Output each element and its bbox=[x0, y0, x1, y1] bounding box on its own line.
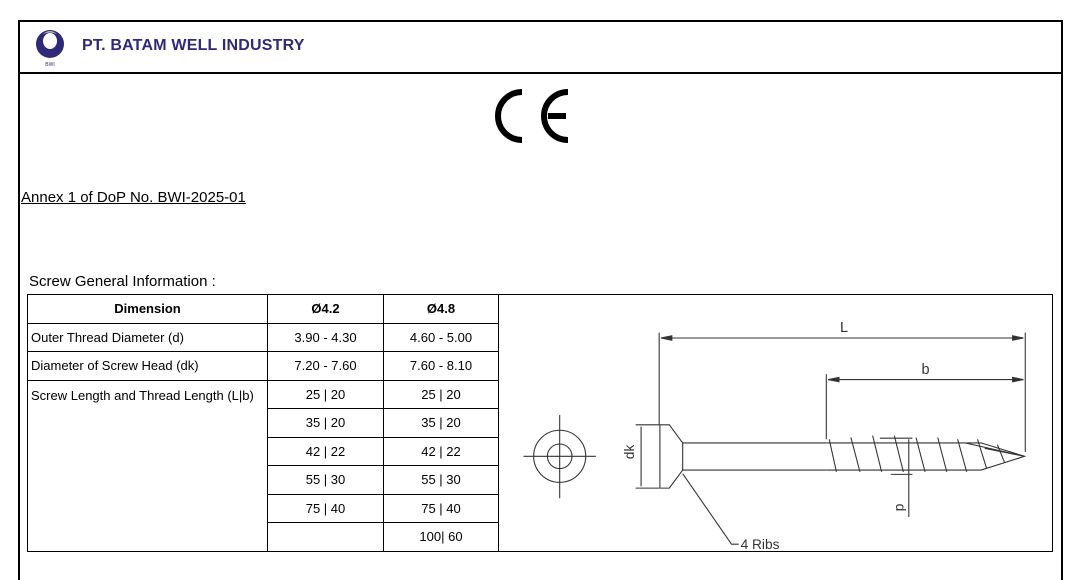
label-b: b bbox=[921, 362, 929, 378]
screw-head-top-view bbox=[523, 415, 596, 499]
table-row: Diameter of Screw Head (dk) 7.20 - 7.60 … bbox=[27, 351, 1053, 381]
dimension-dk bbox=[635, 424, 660, 489]
cell-d48: 55 | 30 bbox=[383, 465, 499, 495]
dimension-L bbox=[658, 332, 1026, 452]
cell-d48: 42 | 22 bbox=[383, 436, 499, 466]
annex-title: Annex 1 of DoP No. BWI-2025-01 bbox=[21, 189, 246, 206]
cell-d42 bbox=[267, 522, 384, 552]
screw-side-view bbox=[659, 424, 1027, 489]
cell-d48: 100| 60 bbox=[383, 522, 499, 552]
dimension-d bbox=[879, 437, 913, 518]
dimension-b bbox=[825, 374, 1024, 440]
header-d48: Ø4.8 bbox=[383, 294, 499, 324]
header-d42: Ø4.2 bbox=[267, 294, 384, 324]
cell-d48: 75 | 40 bbox=[383, 493, 499, 523]
table-row: Outer Thread Diameter (d) 3.90 - 4.30 4.… bbox=[27, 322, 1053, 352]
cell-d48: 4.60 - 5.00 bbox=[383, 322, 499, 352]
cell-d48: 25 | 20 bbox=[383, 379, 499, 409]
label-ribs: 4 Ribs bbox=[741, 537, 780, 550]
cell-d42: 42 | 22 bbox=[267, 436, 384, 466]
cell-d48: 7.60 - 8.10 bbox=[383, 351, 499, 381]
label-dk: dk bbox=[622, 445, 637, 460]
header-dimension: Dimension bbox=[27, 294, 268, 324]
table-row: Screw Length and Thread Length (L|b) 25 … bbox=[27, 379, 1053, 552]
cell-d42: 7.20 - 7.60 bbox=[267, 351, 384, 381]
screw-drawing-cell bbox=[498, 294, 1053, 552]
row-label: Diameter of Screw Head (dk) bbox=[27, 351, 268, 381]
table-row: 55 | 30 55 | 30 bbox=[28, 465, 1053, 495]
company-name: PT. BATAM WELL INDUSTRY bbox=[82, 37, 305, 54]
row-label: Outer Thread Diameter (d) bbox=[27, 322, 268, 352]
cell-d42: 3.90 - 4.30 bbox=[267, 322, 384, 352]
cell-d42: 25 | 20 bbox=[267, 379, 384, 409]
label-d: d bbox=[893, 504, 908, 512]
screw-info-table: Dimension Ø4.2 Ø4.8 Outer Thread Diamete… bbox=[27, 294, 1053, 552]
document-frame bbox=[18, 20, 1063, 580]
section-title: Screw General Information : bbox=[29, 273, 216, 290]
table-row: 100| 60 bbox=[28, 522, 1053, 552]
table-header-row: Dimension Ø4.2 Ø4.8 bbox=[27, 294, 1053, 552]
ce-mark bbox=[495, 89, 569, 143]
cell-d42: 55 | 30 bbox=[267, 465, 384, 495]
ribs-leader-line bbox=[682, 473, 739, 545]
label-L: L bbox=[840, 320, 848, 336]
cell-d42: 75 | 40 bbox=[267, 493, 384, 523]
svg-text:BWI: BWI bbox=[45, 62, 54, 68]
document-header bbox=[18, 20, 1063, 74]
screw-technical-drawing: L b dk d 4 Ribs bbox=[523, 320, 1027, 550]
row-label: Screw Length and Thread Length (L|b) bbox=[27, 379, 268, 552]
cell-d48: 35 | 20 bbox=[383, 408, 499, 438]
company-logo: BWI bbox=[36, 30, 64, 68]
cell-d42: 35 | 20 bbox=[267, 408, 384, 438]
table-row: 42 | 22 42 | 22 bbox=[28, 436, 1053, 466]
